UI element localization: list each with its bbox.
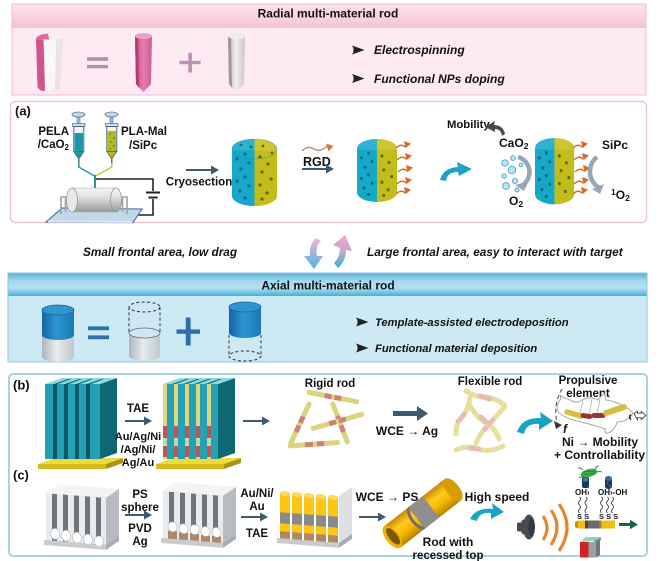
svg-text:+ Controllability: + Controllability	[554, 448, 645, 462]
svg-text:High speed: High speed	[465, 490, 530, 504]
svg-text:f: f	[563, 422, 568, 436]
svg-text:Rod with: Rod with	[423, 535, 474, 549]
svg-text:OH›: OH›	[575, 488, 590, 497]
svg-text:RGD: RGD	[303, 155, 331, 169]
svg-text:/CaO2: /CaO2	[38, 139, 70, 152]
svg-text:(c): (c)	[13, 468, 29, 483]
svg-text:SiPc: SiPc	[602, 138, 628, 152]
svg-text:Ni → Mobility: Ni → Mobility	[562, 435, 638, 449]
svg-text:PLA-Mal: PLA-Mal	[121, 126, 167, 138]
svg-text:(b): (b)	[13, 378, 30, 393]
svg-text:Flexible rod: Flexible rod	[458, 376, 523, 388]
svg-text:Rigid rod: Rigid rod	[305, 378, 355, 390]
svg-text:element: element	[566, 388, 610, 400]
svg-text:1O2: 1O2	[611, 187, 630, 203]
svg-text:WCE → PS: WCE → PS	[356, 490, 419, 504]
svg-text:TAE: TAE	[246, 528, 268, 540]
svg-text:(a): (a)	[15, 104, 31, 119]
svg-text:Mobility: Mobility	[447, 119, 490, 131]
svg-text:Axial multi-material rod: Axial multi-material rod	[261, 279, 394, 293]
svg-text:TAE: TAE	[127, 403, 149, 415]
svg-text:Small frontal area, low drag: Small frontal area, low drag	[83, 245, 237, 259]
svg-text:/Ag/Ni/: /Ag/Ni/	[121, 444, 156, 456]
svg-text:Functional NPs doping: Functional NPs doping	[374, 72, 505, 86]
svg-text:Ag: Ag	[132, 536, 147, 548]
svg-text:Large frontal area, easy to in: Large frontal area, easy to interact wit…	[367, 245, 624, 259]
svg-text:CaO2: CaO2	[499, 136, 529, 151]
svg-text:Radial multi-material rod: Radial multi-material rod	[258, 7, 399, 21]
svg-text:sphere: sphere	[121, 502, 159, 514]
svg-text:Ag/Au: Ag/Au	[122, 457, 154, 469]
svg-text:/SiPc: /SiPc	[129, 140, 158, 152]
svg-text:Functional material deposition: Functional material deposition	[375, 343, 537, 355]
svg-text:Electrospinning: Electrospinning	[374, 43, 465, 57]
svg-text:PS: PS	[132, 489, 148, 501]
svg-text:S S S: S S S	[599, 512, 618, 521]
svg-text:OH›-OH: OH›-OH	[598, 488, 628, 497]
svg-text:Au/Ni/: Au/Ni/	[240, 488, 274, 500]
svg-text:Template-assisted electrodepos: Template-assisted electrodeposition	[375, 317, 569, 329]
svg-text:PVD: PVD	[128, 523, 152, 535]
svg-text:PELA: PELA	[38, 126, 69, 138]
svg-text:Au/Ag/Ni: Au/Ag/Ni	[115, 431, 161, 443]
svg-text:Cryosection: Cryosection	[166, 177, 232, 189]
svg-text:recessed top: recessed top	[413, 550, 484, 561]
svg-text:Au: Au	[249, 501, 264, 513]
svg-text:Propulsive: Propulsive	[559, 375, 618, 387]
svg-text:WCE → Ag: WCE → Ag	[376, 424, 438, 438]
svg-text:S S: S S	[577, 512, 589, 521]
